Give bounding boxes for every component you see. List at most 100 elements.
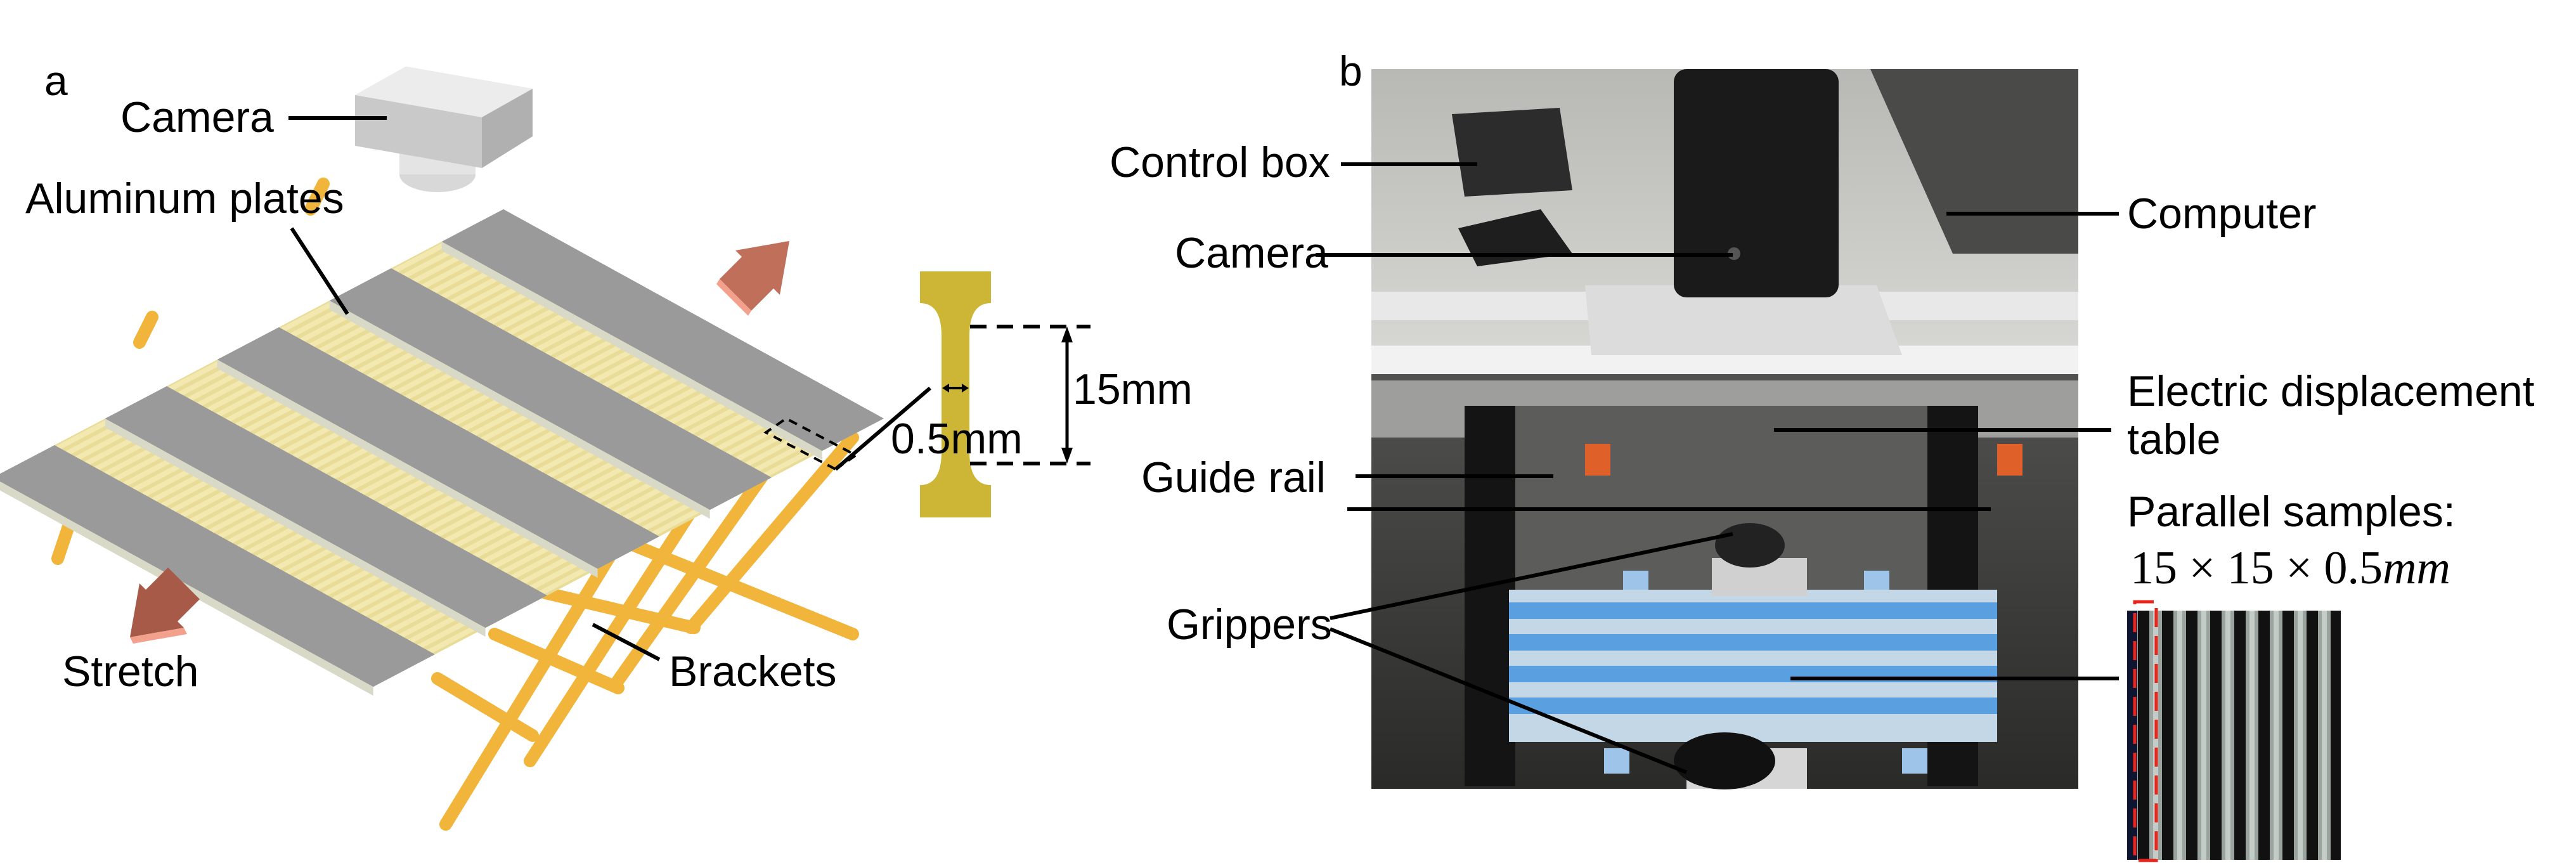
sample-rib: [495, 540, 563, 576]
sample-rib: [541, 444, 609, 481]
sample-rib: [415, 255, 483, 291]
sample-rib: [701, 412, 768, 448]
sample-rib: [467, 524, 534, 561]
sample-rib: [297, 552, 365, 588]
camera-label-a: Camera: [120, 93, 274, 141]
sample-rib: [145, 469, 213, 505]
sample-rib: [598, 476, 666, 512]
bracket-leg: [133, 311, 159, 349]
aluminum-plate-edge: [217, 360, 598, 578]
sample-rib: [314, 441, 382, 477]
sample-rib: [567, 339, 635, 375]
sample-rib: [50, 416, 118, 452]
sample-rib: [172, 363, 240, 398]
sample-rib: [240, 521, 308, 557]
sample-rib: [202, 500, 270, 536]
sample-rib: [417, 377, 485, 413]
sample-rib: [645, 502, 713, 538]
sample-rib: [653, 386, 721, 422]
sample-dimensions-value: 15 × 15 × 0.5: [2130, 542, 2383, 594]
sample-rib: [625, 370, 692, 406]
bracket-bar: [488, 628, 625, 694]
sample-rib: [421, 620, 489, 656]
sample-rib: [524, 556, 592, 592]
sample-rib: [126, 458, 194, 494]
sample-rib: [98, 443, 165, 478]
sample-rib: [672, 396, 740, 432]
sample-rib: [229, 394, 297, 430]
sample-rib: [210, 384, 278, 419]
control-box-label: Control box: [1110, 138, 1330, 186]
sample-rib: [520, 313, 588, 349]
sample-rib: [425, 260, 493, 296]
sample-rib: [117, 453, 184, 489]
sample-rib: [588, 471, 656, 507]
sample-rib: [354, 583, 422, 620]
aluminum-plate: [441, 209, 884, 451]
sample-rib: [353, 462, 420, 498]
sample-rib: [465, 403, 533, 439]
sample-rib: [605, 360, 673, 396]
sample-rib: [446, 393, 514, 429]
bracket-bar: [628, 539, 859, 640]
panel-a-letter: a: [44, 57, 68, 104]
sample-rib: [303, 314, 371, 350]
sample-rib: [360, 346, 428, 381]
sample-rib: [238, 399, 306, 435]
sample-rib: [710, 417, 778, 453]
bracket-bar: [685, 431, 859, 634]
sample-rib: [107, 448, 175, 484]
camera-label-b: Camera: [1175, 229, 1328, 277]
sample-rib: [276, 420, 344, 456]
sample-rib: [505, 545, 573, 581]
specimen-leader: [834, 386, 931, 471]
sample-rib: [531, 439, 599, 476]
aluminum-plate-array: [0, 209, 884, 696]
sample-rib: [626, 492, 694, 528]
sample-rib: [748, 438, 816, 474]
bracket-leg: [304, 178, 330, 216]
sample-rib: [248, 405, 316, 440]
sample-rib: [181, 368, 249, 404]
sample-rib: [596, 354, 664, 391]
sample-rib: [514, 551, 582, 587]
sample-rib: [729, 427, 797, 464]
sample-rib: [383, 599, 451, 635]
sample-rib: [444, 271, 512, 307]
brackets-label: Brackets: [669, 647, 837, 696]
sample-rib: [351, 340, 418, 376]
aluminum-plates-leader: [290, 227, 349, 315]
sample-rib: [410, 493, 477, 529]
sample-rib: [406, 250, 474, 286]
sample-rib: [174, 484, 242, 520]
sample-rib: [539, 323, 607, 359]
sample-highlight-box: [2133, 600, 2158, 862]
sample-rib: [345, 578, 413, 614]
sample-rib: [429, 503, 496, 540]
sample-dimensions: 15 × 15 × 0.5mm: [2130, 542, 2450, 594]
aluminum-plate-edge: [441, 242, 822, 460]
parallel-samples-closeup: [2127, 600, 2341, 862]
sample-rib: [579, 465, 647, 502]
stretch-label: Stretch: [62, 647, 198, 696]
sample-rib: [392, 604, 460, 640]
sample-rib: [269, 536, 337, 573]
sample-rib: [257, 410, 325, 446]
sample-rib: [326, 568, 394, 604]
sample-rib: [316, 562, 384, 599]
sample-rib: [373, 594, 441, 630]
sample-rib: [482, 292, 550, 328]
sample-rib: [522, 434, 590, 470]
sample-rib: [501, 302, 569, 338]
sample-rib: [586, 349, 654, 385]
sample-rib: [691, 406, 759, 443]
stretch-arrow-up-right-icon: [716, 241, 789, 316]
aluminum-plates-label: Aluminum plates: [25, 174, 344, 223]
sample-rib: [183, 490, 251, 526]
sample-rib: [219, 389, 287, 425]
sample-rib: [164, 479, 232, 515]
sample-rib: [636, 497, 704, 533]
sample-rib: [60, 422, 127, 457]
sample-rib: [560, 455, 628, 491]
